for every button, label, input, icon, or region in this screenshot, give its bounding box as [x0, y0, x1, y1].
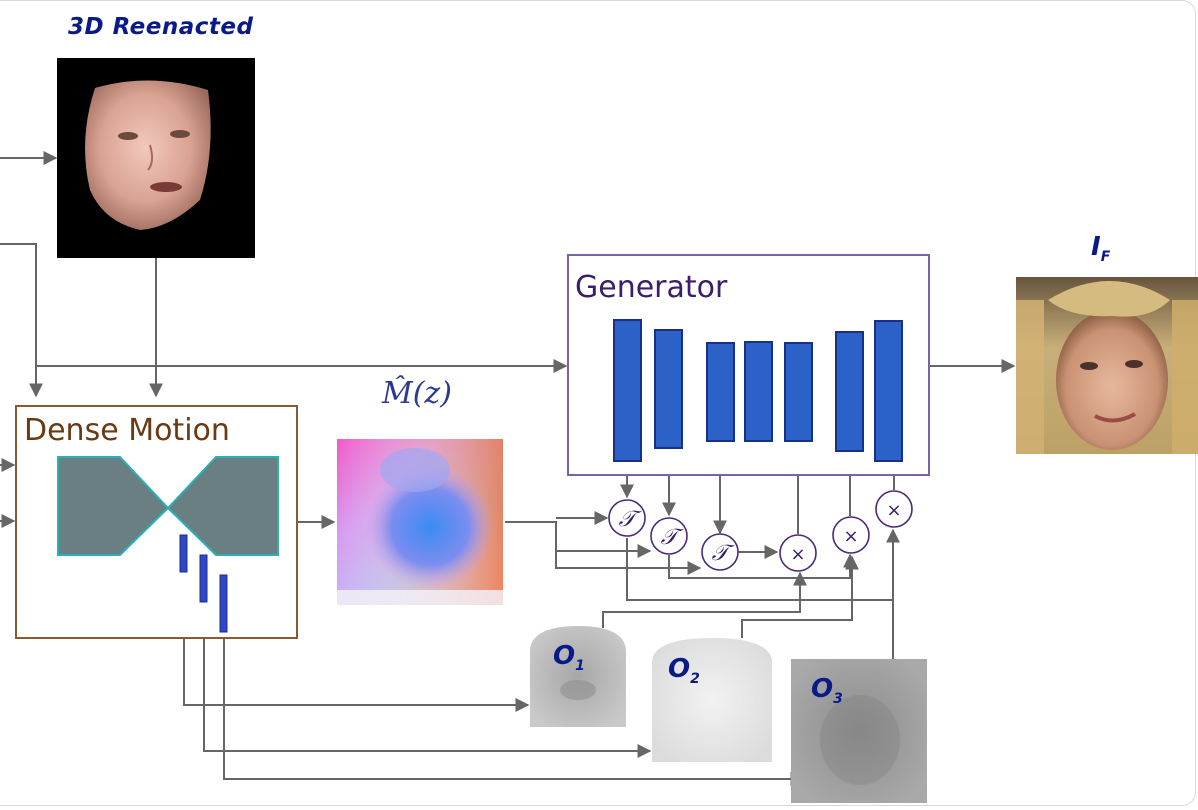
arrow-warp2-to-mult2 [668, 553, 857, 579]
reenacted-face-image [57, 58, 255, 258]
output-face-image [1016, 277, 1198, 454]
reenacted-title: 3D Reenacted [68, 14, 254, 40]
warp-operator-1 [608, 499, 646, 537]
arrow-mask2-to-occ2 [203, 600, 652, 758]
operators [608, 490, 913, 572]
dense-motion-label: Dense Motion [24, 413, 230, 448]
multiply-symbol-2: × [843, 526, 858, 547]
output-label-sub: F [1100, 249, 1111, 265]
generator-layers [613, 319, 903, 462]
warp-operator-3 [701, 533, 739, 571]
occlusion-2-label-sub: 2 [690, 671, 700, 687]
arrow-input-to-dense-motion [0, 243, 43, 398]
occlusion-2-label-main: O [668, 654, 691, 684]
occlusion-3-label-sub: 3 [833, 691, 843, 707]
arrow-occ2-to-mult2 [741, 555, 859, 638]
occlusion-3-label: O3 [811, 674, 843, 707]
decoder-block-2 [835, 331, 864, 452]
occlusion-map-3-image [791, 659, 927, 803]
multiply-operator-3 [875, 490, 913, 528]
motion-field-image [337, 439, 503, 605]
motion-field-label: M̂(z) [382, 376, 452, 411]
mask-bar-1 [179, 534, 188, 573]
multiply-operator-2 [832, 516, 870, 554]
multiply-symbols: × × × [790, 500, 901, 565]
occlusion-1-label-sub: 1 [575, 658, 585, 674]
occlusion-map-1-image [530, 626, 626, 727]
encoder-block-1 [613, 319, 642, 462]
output-label-main: I [1091, 232, 1101, 262]
multiply-symbol-3: × [886, 500, 901, 521]
multiply-operator-1 [779, 534, 817, 572]
bottleneck-block [744, 341, 773, 442]
decoder-block-1 [784, 342, 813, 442]
encoder-block-3 [706, 342, 735, 442]
encoder-block-2 [654, 329, 683, 449]
occlusion-1-label: O1 [553, 641, 585, 674]
warp-operator-2 [650, 517, 688, 555]
occlusion-3-label-main: O [811, 674, 834, 704]
arrow-occ1-to-mult1 [602, 571, 807, 628]
mask-bar-2 [199, 554, 208, 603]
arrow-mask3-to-occ3 [223, 632, 805, 786]
decoder-block-3 [874, 320, 903, 462]
occlusion-1-label-main: O [553, 641, 576, 671]
mask-bar-3 [219, 574, 228, 633]
occlusion-map-2-image [652, 638, 772, 762]
multiply-symbol-1: × [790, 544, 805, 565]
generator-label: Generator [575, 270, 728, 305]
output-label: IF [1091, 232, 1110, 265]
occlusion-2-label: O2 [668, 654, 700, 687]
hourglass-network-icon [57, 456, 279, 556]
motion-bus [505, 521, 690, 569]
